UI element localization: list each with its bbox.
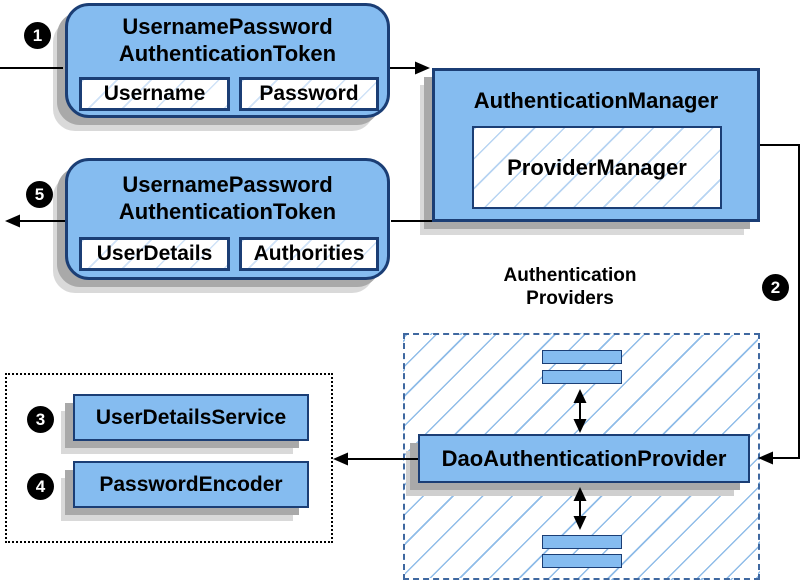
step-2-badge: 2 (762, 274, 789, 301)
authorities-field-box: Authorities (239, 237, 379, 271)
dao-authentication-provider-box: DaoAuthenticationProvider (418, 434, 750, 483)
provider-manager-box: ProviderManager (472, 126, 722, 209)
providers-heading-line1: Authentication (503, 265, 637, 286)
provider-bar-top-2 (542, 370, 622, 384)
password-encoder-box: PasswordEncoder (73, 461, 309, 508)
provider-bar-bottom-2 (542, 554, 622, 568)
arrowhead-response-out (5, 214, 20, 228)
step-1-badge: 1 (24, 22, 51, 49)
step-5-number: 5 (34, 184, 45, 204)
provider-bar-top-1 (542, 350, 622, 364)
token-response-fields: UserDetails Authorities (79, 237, 379, 271)
authentication-providers-heading: Authentication Providers (455, 264, 685, 310)
userdetails-field-box: UserDetails (79, 237, 230, 271)
token-request-title-line2: AuthenticationToken (118, 41, 337, 66)
line-manager-to-dao (760, 144, 800, 459)
authentication-manager-title: AuthenticationManager (473, 88, 719, 113)
token-response-title-line2: AuthenticationToken (118, 199, 337, 224)
user-details-service-box: UserDetailsService (73, 394, 309, 441)
password-field-box: Password (239, 77, 379, 111)
arrowhead-into-dao (758, 451, 773, 465)
step-3-number: 3 (35, 409, 46, 429)
step-2-number: 2 (770, 277, 781, 297)
token-request-fields: Username Password (79, 77, 379, 111)
step-4-number: 4 (35, 476, 46, 496)
provider-bar-bottom-1 (542, 535, 622, 549)
token-response-title-line1: UsernamePassword (122, 172, 333, 197)
step-1-number: 1 (32, 25, 43, 45)
step-5-badge: 5 (26, 181, 53, 208)
arrowhead-into-services (333, 452, 348, 466)
username-password-token-request-box: UsernamePassword AuthenticationToken Use… (65, 3, 390, 118)
arrowhead-into-manager (415, 61, 430, 75)
token-request-title-line1: UsernamePassword (122, 14, 333, 39)
services-dotted-zone (5, 373, 333, 543)
step-4-badge: 4 (27, 473, 54, 500)
providers-heading-line2: Providers (526, 288, 614, 309)
username-field-box: Username (79, 77, 230, 111)
username-password-token-response-box: UsernamePassword AuthenticationToken Use… (65, 158, 390, 280)
authentication-manager-box: AuthenticationManager ProviderManager (432, 68, 760, 222)
token-response-title: UsernamePassword AuthenticationToken (68, 171, 387, 225)
step-3-badge: 3 (27, 406, 54, 433)
token-request-title: UsernamePassword AuthenticationToken (68, 13, 387, 67)
